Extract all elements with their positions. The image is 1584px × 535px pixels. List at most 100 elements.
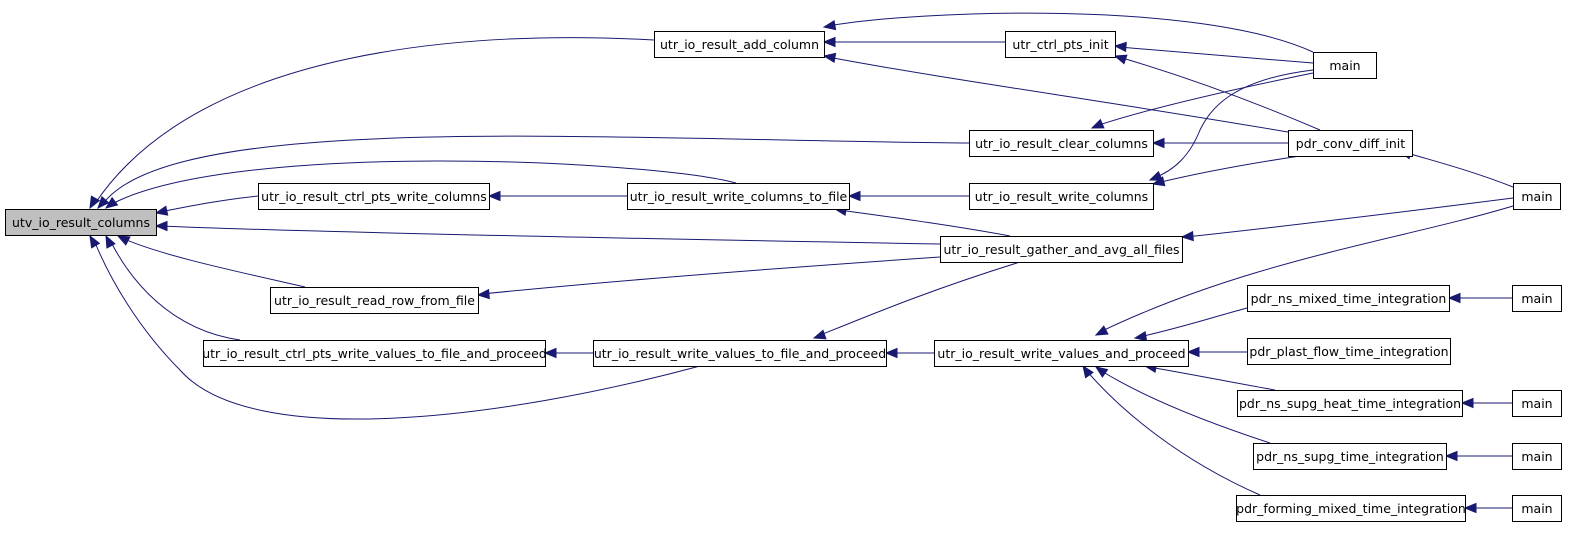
node-pdr-ns-supg-heat-time-integration[interactable]: pdr_ns_supg_heat_time_integration: [1237, 390, 1463, 417]
edge-line: [481, 256, 941, 295]
edge-line: [1156, 155, 1301, 184]
node-pdr-forming-mixed-time-integration[interactable]: pdr_forming_mixed_time_integration: [1236, 495, 1466, 522]
arrow-head-icon: [1094, 366, 1109, 378]
edge-utr_io_result_write_values_and_proceed-to-utr_io_result_write_values_to_file_and_proceed: [884, 347, 934, 359]
arrow-head-icon: [116, 235, 131, 246]
node-pdr-ns-mixed-time-integration[interactable]: pdr_ns_mixed_time_integration: [1247, 285, 1450, 312]
edge-main_6-to-pdr_forming_mixed_time_integration: [1463, 502, 1512, 514]
node-main-1[interactable]: main: [1313, 52, 1377, 79]
node-utr-io-result-write-values-to-file-and-proceed[interactable]: utr_io_result_write_values_to_file_and_p…: [593, 340, 887, 367]
node-box[interactable]: [969, 130, 1154, 157]
node-box[interactable]: [1512, 495, 1562, 522]
node-box[interactable]: [593, 340, 887, 367]
edge-pdr_plast_flow_time_integration-to-utr_io_result_write_values_and_proceed: [1186, 346, 1247, 358]
node-box[interactable]: [1237, 390, 1463, 417]
node-label: main: [1329, 58, 1360, 73]
arrow-head-icon: [1094, 325, 1109, 336]
edge-pdr_forming_mixed_time_integration-to-utr_io_result_write_values_and_proceed: [1082, 364, 1261, 496]
node-box[interactable]: [1236, 495, 1466, 522]
edge-utr_io_result_gather_and_avg_all_files-to-utr_io_result_write_columns_to_file: [833, 205, 1011, 237]
edge-utr_io_result_read_row_from_file-to-utv_io_result_columns: [116, 235, 306, 288]
node-utr-io-result-clear-columns[interactable]: utr_io_result_clear_columns: [969, 130, 1154, 157]
node-main-3[interactable]: main: [1512, 285, 1562, 312]
node-label: pdr_conv_diff_init: [1296, 136, 1405, 151]
node-utv-io-result-columns[interactable]: utv_io_result_columns: [5, 209, 157, 236]
edge-line: [1118, 46, 1314, 64]
edge-main_1-to-utr_ctrl_pts_init: [1113, 41, 1314, 64]
edge-line: [159, 195, 259, 213]
node-main-2[interactable]: main: [1513, 183, 1561, 210]
arrow-head-icon: [1460, 397, 1474, 409]
edge-line: [817, 261, 1021, 337]
edge-line: [1403, 151, 1514, 188]
node-box[interactable]: [5, 209, 157, 236]
node-main-5[interactable]: main: [1512, 443, 1562, 470]
node-pdr-conv-diff-init[interactable]: pdr_conv_diff_init: [1288, 130, 1413, 157]
edge-line: [1138, 307, 1248, 338]
node-label: pdr_plast_flow_time_integration: [1249, 344, 1448, 359]
node-label: utr_io_result_clear_columns: [975, 136, 1148, 151]
edge-main_2-to-utr_io_result_gather_and_avg_all_files: [1180, 197, 1514, 242]
edge-main_2-to-utr_io_result_write_values_and_proceed: [1094, 205, 1514, 336]
arrow-head-icon: [154, 205, 169, 216]
node-label: utr_io_result_write_columns_to_file: [630, 189, 848, 204]
node-box[interactable]: [654, 31, 825, 58]
node-box[interactable]: [1253, 443, 1447, 470]
arrow-head-icon: [89, 195, 101, 210]
node-box[interactable]: [1247, 338, 1451, 365]
edge-pdr_conv_diff_init-to-utr_ctrl_pts_init: [1113, 54, 1321, 131]
node-utr-io-result-ctrl-pts-write-columns[interactable]: utr_io_result_ctrl_pts_write_columns: [258, 183, 490, 210]
node-box[interactable]: [1513, 183, 1561, 210]
node-utr-io-result-gather-and-avg-all-files[interactable]: utr_io_result_gather_and_avg_all_files: [940, 236, 1183, 263]
node-utr-io-result-write-values-and-proceed[interactable]: utr_io_result_write_values_and_proceed: [934, 340, 1189, 367]
edge-utr_io_result_gather_and_avg_all_files-to-utv_io_result_columns: [154, 220, 941, 245]
node-box[interactable]: [1512, 285, 1562, 312]
node-label: pdr_forming_mixed_time_integration: [1236, 501, 1466, 516]
edge-pdr_conv_diff_init-to-utr_io_result_write_columns: [1151, 155, 1301, 187]
node-utr-io-result-ctrl-pts-write-values-to-file-and-proceed[interactable]: utr_io_result_ctrl_pts_write_values_to_f…: [202, 340, 547, 367]
node-main-4[interactable]: main: [1512, 390, 1562, 417]
node-label: utr_ctrl_pts_init: [1012, 37, 1108, 52]
node-utr-io-result-write-columns[interactable]: utr_io_result_write_columns: [969, 183, 1154, 210]
nodes-layer: utv_io_result_columns utr_io_result_add_c…: [5, 31, 1562, 522]
node-utr-io-result-read-row-from-file[interactable]: utr_io_result_read_row_from_file: [270, 287, 479, 314]
node-box[interactable]: [270, 287, 479, 314]
node-utr-io-result-add-column[interactable]: utr_io_result_add_column: [654, 31, 825, 58]
node-box[interactable]: [1512, 443, 1562, 470]
node-box[interactable]: [934, 340, 1189, 367]
edge-line: [1153, 69, 1314, 179]
arrow-head-icon: [1463, 502, 1477, 514]
node-box[interactable]: [1313, 52, 1377, 79]
edge-line: [1099, 205, 1514, 333]
edge-pdr_conv_diff_init-to-utr_io_result_clear_columns: [1151, 137, 1288, 149]
edge-main_5-to-pdr_ns_supg_time_integration: [1444, 450, 1512, 462]
arrow-head-icon: [154, 220, 168, 232]
node-box[interactable]: [940, 236, 1183, 263]
node-main-6[interactable]: main: [1512, 495, 1562, 522]
node-pdr-ns-supg-time-integration[interactable]: pdr_ns_supg_time_integration: [1253, 443, 1447, 470]
edge-main_4-to-pdr_ns_supg_heat_time_integration: [1460, 397, 1512, 409]
edge-line: [827, 12, 1314, 53]
node-box[interactable]: [1288, 130, 1413, 157]
edge-pdr_ns_supg_heat_time_integration-to-utr_io_result_write_values_and_proceed: [1143, 362, 1276, 391]
node-box[interactable]: [969, 183, 1154, 210]
edge-main_2-to-pdr_conv_diff_init: [1398, 149, 1514, 188]
node-box[interactable]: [1005, 31, 1116, 58]
node-box[interactable]: [1247, 285, 1450, 312]
node-box[interactable]: [203, 340, 546, 367]
node-box[interactable]: [258, 183, 490, 210]
node-box[interactable]: [1512, 390, 1562, 417]
node-label: utr_io_result_read_row_from_file: [274, 293, 475, 308]
node-utr-io-result-write-columns-to-file[interactable]: utr_io_result_write_columns_to_file: [627, 183, 850, 210]
edge-utr_io_result_gather_and_avg_all_files-to-utr_io_result_write_values_to_file_and_proceed: [812, 261, 1021, 340]
arrow-head-icon: [1186, 346, 1200, 358]
edge-utr_io_result_write_values_to_file_and_proceed-to-utr_io_result_ctrl_pts_write_values_to_file_and_proceed: [543, 347, 593, 359]
node-utr-ctrl-pts-init[interactable]: utr_ctrl_pts_init: [1005, 31, 1116, 58]
edge-utr_ctrl_pts_init-to-utr_io_result_add_column: [822, 36, 1005, 48]
arrow-head-icon: [1113, 41, 1127, 53]
node-label: pdr_ns_supg_heat_time_integration: [1239, 396, 1461, 411]
edge-main_3-to-pdr_ns_mixed_time_integration: [1447, 292, 1512, 304]
node-box[interactable]: [627, 183, 850, 210]
node-pdr-plast-flow-time-integration[interactable]: pdr_plast_flow_time_integration: [1247, 338, 1451, 365]
